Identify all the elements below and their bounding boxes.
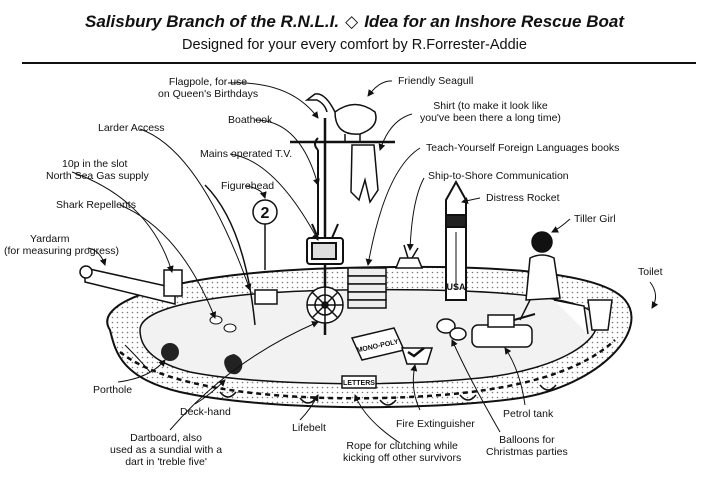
dartboard-icon (306, 286, 344, 324)
porthole-icon (161, 343, 179, 361)
title-part-2: Idea for an Inshore Rescue Boat (364, 12, 624, 31)
label-yardarm-line2: (for measuring progress) (4, 245, 119, 257)
label-rope-line1: Rope for clutching while (346, 440, 458, 452)
title-part-1: Salisbury Branch of the R.N.L.I. (85, 12, 340, 31)
label-dartboard-line1: Dartboard, also (130, 432, 202, 444)
label-shirt-line2: you've been there a long time) (420, 112, 561, 124)
label-balloons-line2: Christmas parties (486, 446, 568, 458)
label-gas-line2: North Sea Gas supply (46, 170, 149, 182)
deck-hand-figure (224, 354, 243, 375)
balloons (436, 318, 467, 341)
label-flagpole-line1: Flagpole, for use (168, 76, 248, 88)
label-fire: Fire Extinguisher (396, 418, 475, 430)
label-balloons-line1: Balloons for (499, 434, 555, 446)
figurehead: 2 (252, 199, 278, 270)
label-figurehead: Figurehead (221, 180, 275, 192)
diamond-icon: ◇ (345, 12, 359, 31)
label-lifebelt: Lifebelt (292, 422, 326, 434)
label-shirt-line1: Shirt (to make it look like (433, 100, 548, 112)
label-dartboard: Dartboard, also used as a sundial with a… (110, 432, 222, 468)
label-ship-to-shore: Ship-to-Shore Communication (428, 170, 569, 182)
label-flagpole: Flagpole, for use on Queen's Birthdays (158, 76, 258, 100)
label-larder: Larder Access (98, 122, 165, 134)
label-toilet: Toilet (638, 266, 663, 278)
tiller-girl (519, 231, 589, 335)
label-yardarm: Yardarm (for measuring progress) (4, 233, 119, 257)
label-yardarm-line1: Yardarm (30, 233, 70, 245)
label-boathook: Boathook (228, 114, 273, 126)
label-rope-line2: kicking off other survivors (343, 452, 462, 464)
books-stack (347, 267, 387, 309)
label-seagull: Friendly Seagull (398, 75, 474, 87)
tv-icon (306, 223, 344, 265)
label-dartboard-line3: dart in 'treble five' (125, 456, 207, 468)
label-shark: Shark Repellents (56, 199, 136, 211)
toilet-icon (587, 299, 613, 331)
gas-meter (163, 269, 183, 297)
figurehead-number: 2 (261, 205, 270, 222)
seagull-figure (304, 93, 377, 142)
label-shirt: Shirt (to make it look like you've been … (420, 100, 561, 124)
label-flagpole-line2: on Queen's Birthdays (158, 88, 259, 100)
page-subtitle: Designed for your every comfort by R.For… (182, 37, 527, 53)
page-title: Salisbury Branch of the R.N.L.I. ◇ Idea fo… (0, 12, 709, 32)
yardarm (79, 265, 176, 305)
boathook (314, 137, 319, 235)
label-tv: Mains operated T.V. (200, 148, 293, 160)
shirt (350, 144, 379, 204)
letters-box: LETTERS (341, 375, 377, 389)
petrol-tank (471, 313, 536, 348)
label-books: Teach-Yourself Foreign Languages books (426, 142, 620, 154)
label-rope: Rope for clutching while kicking off oth… (343, 440, 461, 464)
label-porthole: Porthole (93, 384, 133, 396)
leader-lines (71, 80, 659, 444)
label-balloons: Balloons for Christmas parties (486, 434, 568, 458)
label-petrol: Petrol tank (503, 408, 554, 420)
larder-access (204, 184, 278, 326)
header-divider (22, 62, 696, 64)
rocket-usa-text: USA (446, 282, 466, 292)
label-dartboard-line2: used as a sundial with a (110, 444, 223, 456)
rope (219, 384, 557, 406)
label-tiller: Tiller Girl (574, 213, 616, 225)
ship-to-shore-icon (394, 244, 424, 269)
label-gas: 10p in the slot North Sea Gas supply (32, 158, 149, 182)
letters-text: LETTERS (343, 380, 375, 387)
label-deckhand: Deck-hand (180, 406, 231, 418)
fire-extinguisher (400, 347, 434, 365)
label-gas-line1: 10p in the slot (62, 158, 128, 170)
distress-rocket: USA (445, 179, 467, 301)
label-distress: Distress Rocket (486, 192, 560, 204)
